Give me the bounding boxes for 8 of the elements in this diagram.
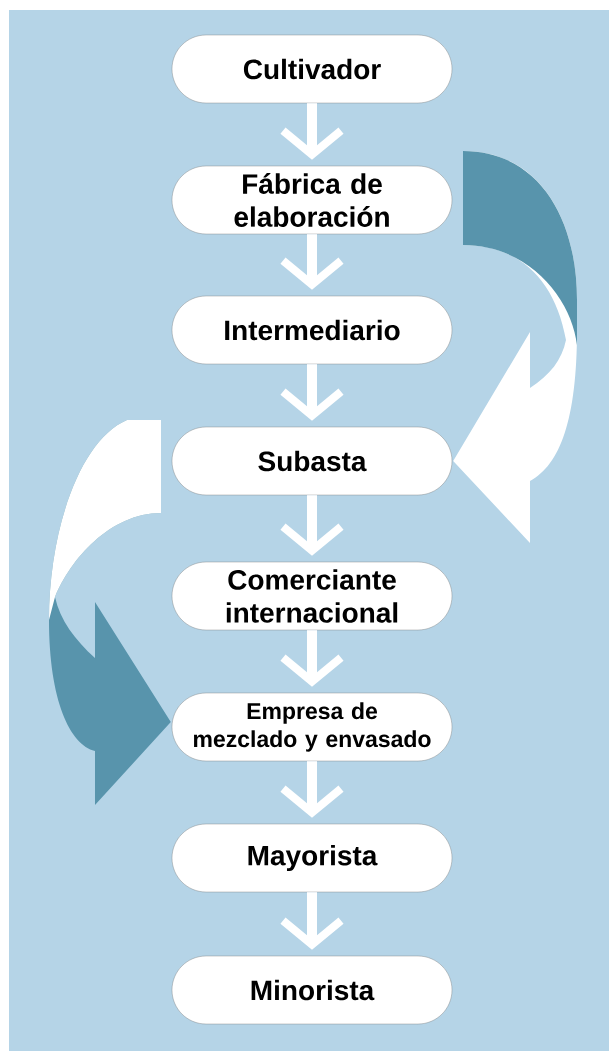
process-box: Subasta — [171, 426, 453, 496]
process-box: Minorista — [171, 955, 453, 1025]
process-box: Intermediario — [171, 295, 453, 365]
process-box: Mayorista — [171, 823, 453, 893]
process-box: Comerciante internacional — [171, 561, 453, 631]
process-box: Fábrica de elaboración — [171, 165, 453, 235]
process-box: Cultivador — [171, 34, 453, 104]
process-box: Empresa de mezclado y envasado — [171, 692, 453, 762]
